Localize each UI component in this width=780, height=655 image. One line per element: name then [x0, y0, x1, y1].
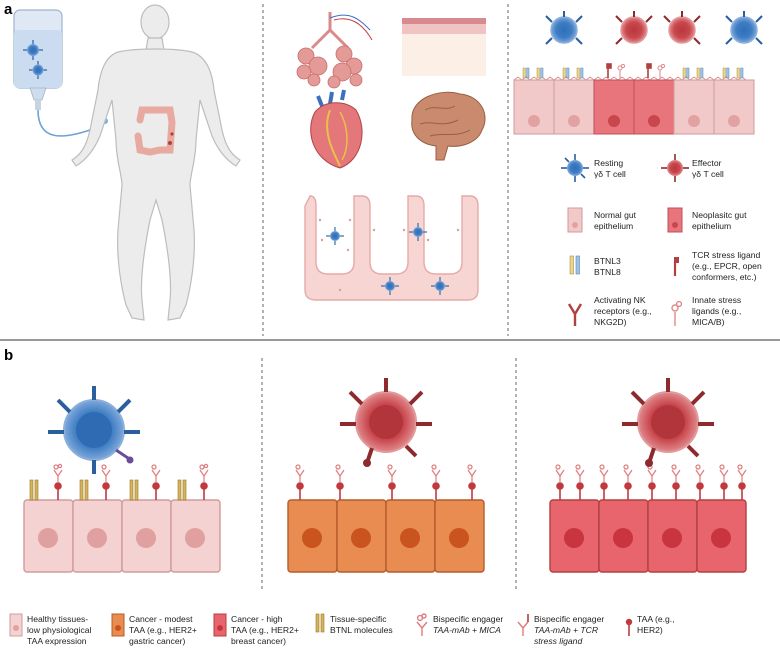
btnl-molecule-icon	[569, 255, 580, 275]
bispecific-mica-icon	[416, 613, 428, 636]
effector-t-cell-icon	[615, 11, 653, 45]
legend-high-label: Cancer - high	[231, 614, 283, 624]
panel-a-label: a	[4, 1, 13, 18]
btnl-molecule-icon	[29, 479, 187, 501]
legend-tcrl-label: stress ligand	[534, 636, 582, 646]
high-cancer-row	[549, 464, 747, 573]
legend-healthy-label: Healthy tissues-	[27, 614, 88, 624]
human-body-figure	[71, 4, 241, 321]
legend-innate-label: MICA/B)	[692, 317, 725, 327]
legend-tcrl-label: Bispecific engager	[534, 614, 604, 624]
modest-cancer-row	[287, 464, 485, 573]
legend-neoplastic-label: epithelium	[692, 221, 731, 231]
legend-effector-label: γδ T cell	[692, 169, 724, 179]
legend-nk-label: receptors (e.g.,	[594, 306, 652, 316]
legend-nk-label: Activating NK	[594, 295, 646, 305]
gut-villi-diagram	[304, 195, 479, 301]
legend-healthy-label: TAA expression	[27, 636, 87, 646]
legend-btnl-label: BTNL molecules	[330, 625, 393, 635]
resting-t-cell-icon	[545, 11, 583, 45]
legend-mica-label: Bispecific engager	[433, 614, 503, 624]
tcr-stress-ligand-icon	[673, 257, 679, 276]
iv-bag	[13, 9, 108, 137]
legend-effector-label: Effector	[692, 158, 722, 168]
resting-t-cell-icon	[48, 386, 140, 474]
legend-innate-label: Innate stress	[692, 295, 741, 305]
legend-btnl-label: BTNL3	[594, 256, 621, 266]
brain-icon	[411, 91, 486, 161]
legend-btnl-label: Tissue-specific	[330, 614, 387, 624]
effector-t-cell-icon	[622, 378, 714, 467]
high-cancer-icon	[213, 613, 227, 637]
heart-icon	[310, 89, 363, 169]
legend-taa-label: HER2)	[637, 625, 663, 635]
resting-t-cell-icon	[23, 40, 43, 60]
legend-normal-gut-label: epithelium	[594, 221, 633, 231]
taa-icon	[54, 482, 208, 500]
taa-icon	[296, 482, 476, 500]
resting-t-cell-icon	[326, 227, 344, 245]
effector-t-cell-icon	[340, 378, 432, 467]
legend-nk-label: NKG2D)	[594, 317, 627, 327]
nk-receptor-icon	[567, 303, 583, 326]
legend-neoplastic-label: Neoplasitc gut	[692, 210, 747, 220]
legend-tcr-label: conformers, etc.)	[692, 272, 757, 282]
legend-high-label: TAA (e.g., HER2+	[231, 625, 299, 635]
normal-epithelium-icon	[567, 207, 583, 233]
legend-modest-label: Cancer - modest	[129, 614, 193, 624]
legend-a: Resting γδ T cell Effector γδ T cell Nor…	[561, 154, 762, 327]
legend-mica-label: TAA-mAb + MICA	[433, 625, 501, 635]
legend-high-label: breast cancer)	[231, 636, 286, 646]
bispecific-engager-icon	[555, 464, 747, 482]
lung-alveoli-icon	[296, 12, 373, 89]
legend-modest-label: TAA (e.g., HER2+	[129, 625, 197, 635]
legend-btnl-label: BTNL8	[594, 267, 621, 277]
resting-t-cell-icon	[381, 277, 399, 295]
taa-icon	[556, 482, 746, 500]
bispecific-tcr-ligand-icon	[517, 614, 529, 636]
resting-t-cell-icon	[431, 277, 449, 295]
bispecific-engager-icon	[53, 463, 209, 482]
legend-innate-label: ligands (e.g.,	[692, 306, 741, 316]
legend-normal-gut-label: Normal gut	[594, 210, 637, 220]
legend-resting-label: Resting	[594, 158, 623, 168]
neoplastic-epithelium-icon	[667, 207, 683, 233]
modest-cancer-icon	[111, 613, 125, 637]
panel-b-label: b	[4, 347, 13, 364]
legend-tcrl-label: TAA-mAb + TCR	[534, 625, 598, 635]
legend-b: Healthy tissues- low physiological TAA e…	[9, 613, 675, 646]
resting-t-cell-icon	[409, 223, 427, 241]
healthy-tissue-icon	[9, 613, 23, 637]
healthy-tissue-row	[23, 463, 221, 573]
effector-t-cell-icon	[663, 11, 701, 45]
effector-t-cell-icon	[661, 154, 689, 182]
resting-t-cell-icon	[29, 61, 47, 79]
legend-taa-label: TAA (e.g.,	[637, 614, 675, 624]
bispecific-engager-icon	[295, 464, 477, 482]
skin-tissue-icon	[402, 18, 486, 76]
legend-modest-label: gastric cancer)	[129, 636, 185, 646]
legend-tcr-label: (e.g., EPCR, open	[692, 261, 762, 271]
legend-tcr-label: TCR stress ligand	[692, 250, 761, 260]
gut-epithelium-row	[513, 63, 755, 135]
innate-stress-ligand-icon	[671, 300, 683, 326]
resting-t-cell-icon	[725, 11, 763, 45]
legend-healthy-label: low physiological	[27, 625, 92, 635]
legend-resting-label: γδ T cell	[594, 169, 626, 179]
btnl-molecule-icon	[315, 613, 325, 633]
colon-icon	[134, 106, 176, 156]
taa-icon	[625, 618, 633, 636]
resting-t-cell-icon	[561, 154, 589, 182]
